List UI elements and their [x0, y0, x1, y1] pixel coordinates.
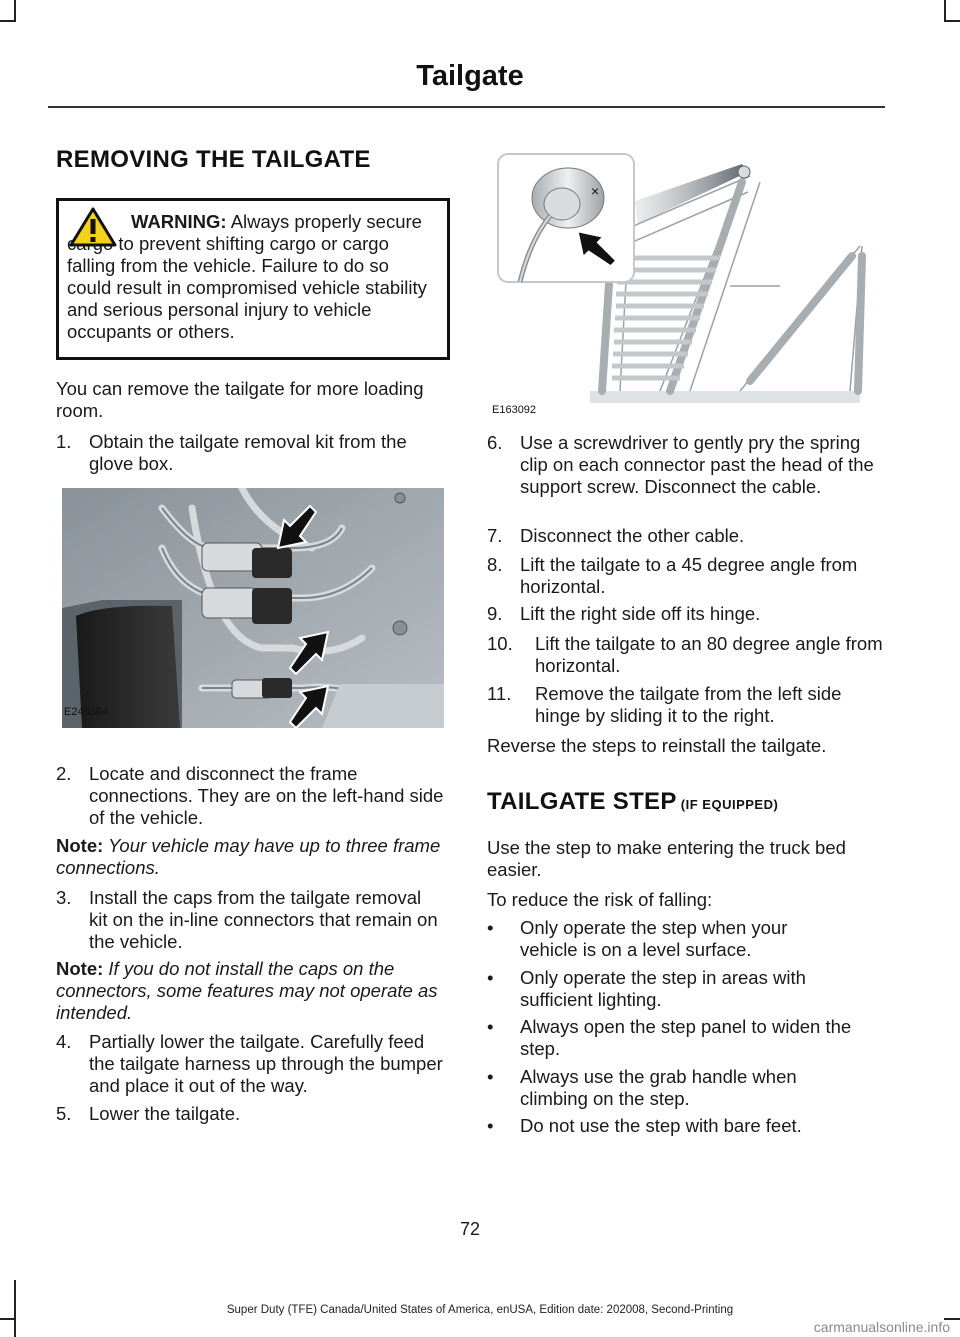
list-item: 4. Partially lower the tailgate. Careful… [56, 1031, 448, 1097]
step-text: Lift the right side off its hinge. [520, 603, 761, 624]
warning-label: WARNING: [131, 211, 227, 232]
step-text: Locate and disconnect the frame connecti… [89, 763, 444, 828]
bullet-text: Only operate the step when your vehicle … [520, 917, 788, 960]
step-intro-paragraph: Use the step to make entering the truck … [487, 837, 846, 880]
crop-mark [944, 20, 960, 22]
step-text: Lower the tailgate. [89, 1103, 241, 1124]
list-item: • Only operate the step in areas with su… [487, 967, 887, 1011]
step-text: Install the caps from the tailgate remov… [89, 887, 438, 952]
pointer-arrow-icon [576, 230, 618, 268]
section-heading-removing: REMOVING THE TAILGATE [56, 146, 371, 173]
list-item: 7. Disconnect the other cable. [487, 525, 887, 547]
step-number: 7. [487, 525, 503, 546]
tailgate-cable-illustration: × [497, 153, 866, 403]
note-text: Your vehicle may have up to three frame … [56, 835, 441, 878]
warning-text: WARNING: Always properly secure cargo to… [67, 211, 437, 343]
list-item: • Do not use the step with bare feet. [487, 1115, 887, 1137]
pointer-arrow-icon [288, 630, 330, 676]
list-item: 3. Install the caps from the tailgate re… [56, 887, 448, 953]
note-label: Note: [56, 958, 104, 979]
list-item: 10. Lift the tailgate to an 80 degree an… [487, 633, 887, 677]
list-item: 9. Lift the right side off its hinge. [487, 603, 887, 625]
list-item: • Always open the step panel to widen th… [487, 1016, 887, 1060]
crop-mark [14, 1280, 16, 1337]
step-number: 5. [56, 1103, 72, 1124]
page-title: Tailgate [416, 60, 524, 92]
footer-text: Super Duty (TFE) Canada/United States of… [226, 1304, 734, 1316]
list-item: 1. Obtain the tailgate removal kit from … [56, 431, 448, 475]
warning-box: WARNING: Always properly secure cargo to… [56, 198, 450, 360]
intro-paragraph: You can remove the tailgate for more loa… [56, 378, 424, 421]
step-number: 11. [487, 683, 512, 704]
pointer-arrow-icon [276, 504, 318, 550]
heading-suffix: (IF EQUIPPED) [676, 797, 779, 812]
list-item: • Only operate the step when your vehicl… [487, 917, 887, 961]
bullet: • [487, 1066, 494, 1087]
note-text: If you do not install the caps on the co… [56, 958, 438, 1023]
risk-paragraph: To reduce the risk of falling: [487, 889, 713, 910]
bullet-text: Do not use the step with bare feet. [520, 1115, 802, 1136]
crop-mark [14, 0, 16, 22]
step-number: 4. [56, 1031, 72, 1052]
bullet: • [487, 967, 494, 988]
step-text: Disconnect the other cable. [520, 525, 745, 546]
list-item: 6. Use a screwdriver to gently pry the s… [487, 432, 887, 520]
warning-triangle-icon [69, 207, 117, 247]
step-number: 10. [487, 633, 513, 654]
watermark: carmanualsonline.info [813, 1319, 950, 1335]
figure-label: E163092 [492, 404, 537, 416]
step-number: 2. [56, 763, 72, 784]
bullet-text: Always use the grab handle when climbing… [520, 1066, 797, 1109]
figure-frame-connections: E248384 [62, 488, 444, 728]
svg-text:×: × [591, 183, 599, 199]
list-item: 2. Locate and disconnect the frame conne… [56, 763, 448, 829]
step-text: Lift the tailgate to a 45 degree angle f… [520, 554, 858, 597]
list-item: 11. Remove the tailgate from the left si… [487, 683, 887, 727]
frame-connections-illustration [62, 488, 444, 728]
figure-label: E248384 [64, 706, 109, 718]
bullet-text: Only operate the step in areas with suff… [520, 967, 806, 1010]
list-item: 5. Lower the tailgate. [56, 1103, 448, 1125]
step-text: Use a screwdriver to gently pry the spri… [520, 432, 874, 497]
reverse-paragraph: Reverse the steps to reinstall the tailg… [487, 735, 827, 756]
bullet: • [487, 917, 494, 938]
step-text: Lift the tailgate to an 80 degree angle … [535, 633, 883, 676]
note-paragraph: Note: If you do not install the caps on … [56, 958, 448, 1024]
step-number: 3. [56, 887, 72, 908]
warning-body: Always properly secure cargo to prevent … [67, 211, 427, 342]
step-text: Obtain the tailgate removal kit from the… [89, 431, 407, 474]
page-number: 72 [459, 1219, 481, 1239]
step-number: 6. [487, 432, 503, 453]
section-heading-tailgate-step: TAILGATE STEP (IF EQUIPPED) [487, 788, 778, 816]
crop-mark [0, 1318, 15, 1320]
pointer-arrow-icon [288, 684, 330, 728]
step-text: Remove the tailgate from the left side h… [535, 683, 842, 726]
heading-text: TAILGATE STEP [487, 788, 677, 815]
figure-tailgate-cable: × E163092 [490, 146, 870, 422]
step-number: 8. [487, 554, 503, 575]
crop-mark [944, 0, 946, 22]
bullet: • [487, 1016, 494, 1037]
step-number: 9. [487, 603, 503, 624]
crop-mark [0, 20, 15, 22]
bullet: • [487, 1115, 494, 1136]
list-item: • Always use the grab handle when climbi… [487, 1066, 887, 1110]
list-item: 8. Lift the tailgate to a 45 degree angl… [487, 554, 887, 598]
bullet-text: Always open the step panel to widen the … [520, 1016, 852, 1059]
step-text: Partially lower the tailgate. Carefully … [89, 1031, 443, 1096]
step-number: 1. [56, 431, 72, 452]
header-divider [48, 106, 885, 108]
crop-mark [944, 1318, 960, 1320]
note-paragraph: Note: Your vehicle may have up to three … [56, 835, 441, 879]
note-label: Note: [56, 835, 104, 856]
